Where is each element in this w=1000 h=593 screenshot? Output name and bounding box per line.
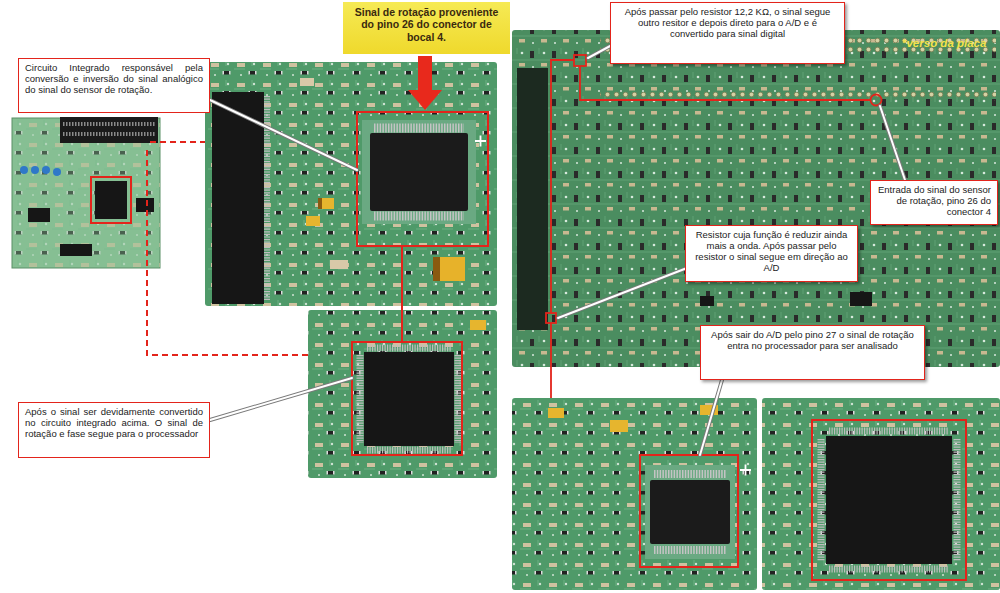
highlight-box bbox=[352, 342, 462, 455]
callout-text: Resistor cuja função é reduzir ainda mai… bbox=[692, 229, 851, 273]
chip-pins bbox=[357, 355, 364, 443]
chip-pins bbox=[829, 428, 949, 435]
board-photo bbox=[762, 398, 1000, 590]
processor-chip bbox=[364, 352, 454, 446]
callout-box: Entrada do sinal do sensor de rotação, p… bbox=[870, 180, 998, 225]
chip-pins bbox=[374, 124, 464, 133]
leader-line bbox=[588, 45, 612, 58]
leader-line bbox=[880, 106, 905, 180]
chip bbox=[60, 244, 92, 256]
board-photo bbox=[205, 62, 497, 306]
polarity-mark bbox=[475, 136, 486, 147]
ad-chip bbox=[650, 480, 730, 544]
chip bbox=[95, 181, 127, 219]
tantalum-capacitor bbox=[318, 198, 334, 209]
leader-line bbox=[558, 268, 687, 318]
view-label: *verso da placa bbox=[902, 37, 986, 49]
callout-text: Sinal de rotação proveniente do pino 26 … bbox=[349, 6, 504, 43]
tantalum-capacitor bbox=[610, 420, 628, 432]
board-texture bbox=[512, 30, 1000, 367]
board-texture bbox=[762, 398, 1000, 590]
capacitor bbox=[20, 166, 28, 174]
connector-pins bbox=[63, 132, 155, 136]
chip bbox=[28, 208, 50, 222]
polarity-mark bbox=[740, 465, 751, 476]
signal-source-note: Sinal de rotação proveniente do pino 26 … bbox=[343, 2, 510, 54]
chip-pins bbox=[829, 566, 949, 573]
tantalum-capacitor bbox=[433, 257, 465, 281]
capacitor bbox=[42, 166, 50, 174]
signal-path bbox=[580, 66, 870, 100]
board-texture bbox=[12, 118, 160, 268]
smd-capacitor bbox=[330, 260, 348, 269]
callout-text: Circuito Integrado responsável pela conv… bbox=[25, 62, 203, 95]
callout-box: Após sair do A/D pelo pino 27 o sinal de… bbox=[700, 325, 925, 380]
tantalum-capacitor bbox=[306, 216, 320, 226]
chip-pins bbox=[455, 355, 462, 443]
board-photo bbox=[512, 398, 757, 590]
chip bbox=[136, 198, 154, 212]
callout-text: Entrada do sinal do sensor de rotação, p… bbox=[877, 184, 991, 217]
chip-back bbox=[517, 68, 548, 330]
highlight-box bbox=[640, 455, 738, 567]
tantalum-capacitor bbox=[470, 320, 486, 330]
chip-pad bbox=[645, 465, 735, 559]
signal-path bbox=[401, 246, 403, 342]
signal-path bbox=[551, 60, 574, 313]
chip-pins bbox=[367, 345, 451, 352]
processor-chip bbox=[826, 436, 952, 564]
tantalum-capacitor bbox=[548, 408, 564, 418]
callout-box: Após o sinal ser devidamente convertido … bbox=[18, 402, 210, 458]
chip-pins bbox=[654, 546, 726, 554]
smd-capacitor bbox=[300, 78, 314, 86]
leader-line bbox=[558, 268, 687, 318]
chip-pad bbox=[362, 120, 476, 224]
callout-box: Circuito Integrado responsável pela conv… bbox=[18, 58, 210, 113]
leader-line bbox=[210, 378, 352, 420]
callout-text: Após o sinal ser devidamente convertido … bbox=[25, 406, 203, 439]
polarity-band bbox=[433, 257, 440, 281]
highlight-box bbox=[812, 420, 966, 580]
chip-pins bbox=[818, 439, 825, 561]
board-thumbnail bbox=[12, 118, 160, 268]
polarity-band bbox=[318, 198, 322, 209]
callout-text: Após passar pelo resistor 12,2 KΩ, o sin… bbox=[617, 6, 838, 39]
callout-text: Após sair do A/D pelo pino 27 o sinal de… bbox=[707, 329, 918, 351]
board-texture bbox=[205, 62, 497, 306]
capacitor bbox=[31, 166, 39, 174]
callout-box: Após passar pelo resistor 12,2 KΩ, o sin… bbox=[610, 2, 845, 64]
callout-box: Resistor cuja função é reduzir ainda mai… bbox=[685, 225, 858, 282]
leader-line bbox=[700, 380, 722, 455]
chip bbox=[700, 296, 714, 306]
highlight-box bbox=[91, 177, 131, 223]
leader-line bbox=[210, 100, 357, 170]
chip-pins bbox=[367, 447, 451, 454]
chip-pins bbox=[654, 470, 726, 478]
connector-pins bbox=[63, 122, 155, 126]
input-marker bbox=[871, 95, 882, 106]
highlight-box bbox=[357, 112, 488, 246]
leader-line bbox=[210, 100, 357, 170]
signal-arrow bbox=[408, 56, 442, 110]
board-texture bbox=[512, 398, 757, 590]
leader-line bbox=[700, 380, 722, 455]
resistor-marker bbox=[546, 313, 556, 323]
driver-chip bbox=[370, 133, 468, 211]
chip bbox=[850, 292, 872, 306]
resistor-marker bbox=[574, 55, 586, 66]
chip-pins bbox=[374, 212, 464, 221]
connector bbox=[60, 117, 158, 143]
dashed-guide bbox=[150, 141, 205, 143]
leader-line bbox=[210, 378, 352, 420]
leader-line bbox=[880, 106, 905, 180]
leader-line bbox=[588, 45, 612, 58]
board-photo bbox=[512, 30, 1000, 367]
capacitor bbox=[53, 168, 61, 176]
chip-pins bbox=[954, 439, 961, 561]
